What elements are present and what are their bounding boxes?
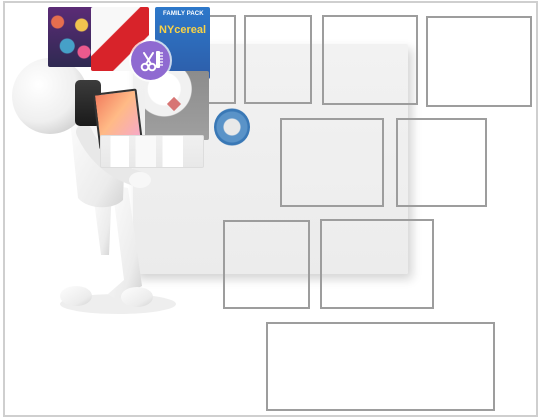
placeholder-box-top-center-right[interactable] (322, 15, 418, 105)
placeholder-box-bottom-wide[interactable] (266, 322, 495, 411)
products-collage: FAMILY PACK NYcereal (48, 7, 257, 173)
placeholder-box-middle-center[interactable] (280, 118, 384, 207)
mug-heart-icon (167, 97, 181, 111)
placeholder-box-middle-right[interactable] (396, 118, 487, 207)
scissors-comb-icon (131, 41, 170, 80)
scissors-comb-badge (131, 41, 170, 80)
placeholder-box-top-right[interactable] (426, 16, 532, 107)
medicine-packs-image (100, 135, 204, 168)
floral-shirt-image (48, 7, 96, 67)
placeholder-box-lower-left[interactable] (223, 220, 310, 309)
tape-roll-image (214, 108, 250, 146)
cereal-box-top-label: FAMILY PACK (163, 11, 204, 17)
mug-image (145, 71, 209, 140)
cereal-box-brand-label: NYcereal (159, 24, 206, 36)
placeholder-box-lower-right[interactable] (320, 219, 434, 309)
